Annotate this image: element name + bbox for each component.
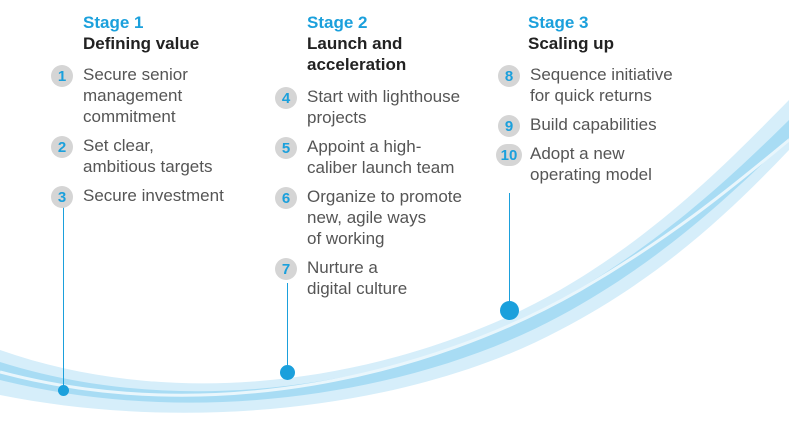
step-text: Build capabilities <box>530 115 657 134</box>
step-item: 2 Set clear, ambitious targets <box>51 135 224 177</box>
stage3-connector-line <box>509 193 510 305</box>
stage-title: Launch and acceleration <box>307 34 407 74</box>
step-item: 3 Secure investment <box>51 185 224 208</box>
stage2-connector-line <box>287 283 288 369</box>
stage-3-steps: 8 Sequence initiative for quick returns … <box>496 64 673 193</box>
step-number-badge: 6 <box>275 187 297 209</box>
stage-title: Defining value <box>83 34 200 53</box>
step-text: Appoint a high- caliber launch team <box>307 137 455 177</box>
step-text: Secure investment <box>83 186 224 205</box>
step-text: Sequence initiative for quick returns <box>530 65 673 105</box>
stage-3-header: Stage 3 Scaling up <box>528 12 614 54</box>
step-item: 6 Organize to promote new, agile ways of… <box>275 186 462 249</box>
stage-2-header: Stage 2 Launch and acceleration <box>307 12 406 75</box>
stage-label: Stage 1 <box>83 13 144 32</box>
step-number-badge: 5 <box>275 137 297 159</box>
stage3-marker-dot <box>500 301 519 320</box>
stage-1-header: Stage 1 Defining value <box>83 12 199 54</box>
step-number-badge: 1 <box>51 65 73 87</box>
stage-title: Scaling up <box>528 34 614 53</box>
step-text: Start with lighthouse projects <box>307 87 461 127</box>
stage1-marker-dot <box>58 385 69 396</box>
step-number-badge: 3 <box>51 186 73 208</box>
step-item: 7 Nurture a digital culture <box>275 257 462 299</box>
step-item: 9 Build capabilities <box>498 114 673 137</box>
stage2-marker-dot <box>280 365 295 380</box>
step-item: 4 Start with lighthouse projects <box>275 86 462 128</box>
step-number-badge: 2 <box>51 136 73 158</box>
step-number-badge: 4 <box>275 87 297 109</box>
step-text: Secure senior management commitment <box>83 65 188 126</box>
step-item: 1 Secure senior management commitment <box>51 64 224 127</box>
step-number-badge: 10 <box>496 144 522 166</box>
stage-label: Stage 3 <box>528 13 589 32</box>
stage-label: Stage 2 <box>307 13 368 32</box>
step-item: 10 Adopt a new operating model <box>496 143 673 185</box>
stage-2-steps: 4 Start with lighthouse projects 5 Appoi… <box>275 86 462 307</box>
step-number-badge: 8 <box>498 65 520 87</box>
step-number-badge: 9 <box>498 115 520 137</box>
step-item: 8 Sequence initiative for quick returns <box>498 64 673 106</box>
step-text: Set clear, ambitious targets <box>83 136 213 176</box>
step-item: 5 Appoint a high- caliber launch team <box>275 136 462 178</box>
step-text: Nurture a digital culture <box>307 258 408 298</box>
stage-1-steps: 1 Secure senior management commitment 2 … <box>51 64 224 214</box>
step-number-badge: 7 <box>275 258 297 280</box>
step-text: Organize to promote new, agile ways of w… <box>307 187 462 248</box>
stage1-connector-line <box>63 207 64 389</box>
step-text: Adopt a new operating model <box>530 144 652 184</box>
